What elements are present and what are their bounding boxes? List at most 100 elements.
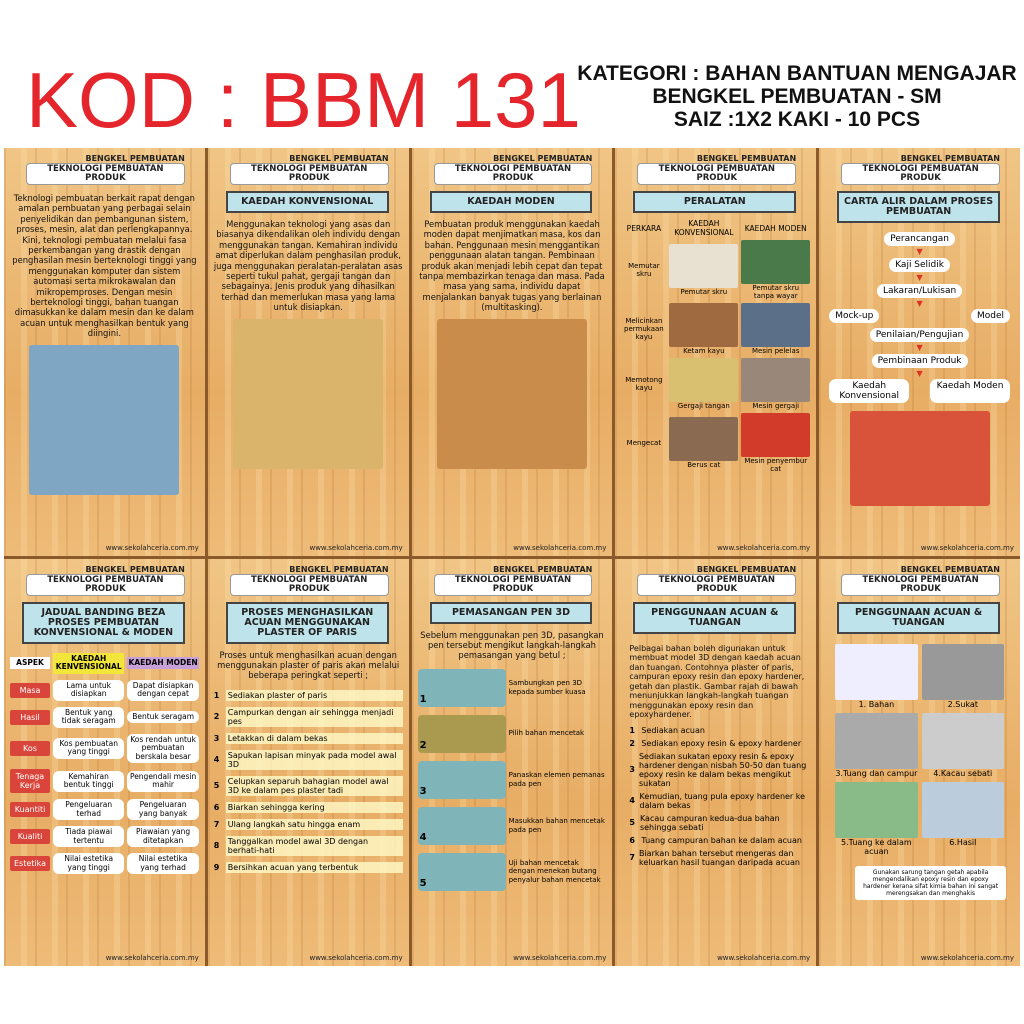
body-text: Teknologi pembuatan berkait rapat dengan… <box>12 193 197 339</box>
product-code: KOD : BBM 131 <box>26 56 581 144</box>
workshop-label: BENGKEL PEMBUATAN <box>85 564 185 574</box>
step-text: Sediakan epoxy resin & epoxy hardener <box>641 738 802 748</box>
step-number: 4 <box>629 796 635 805</box>
section-title: KAEDAH MODEN <box>429 191 593 213</box>
tool-photo <box>669 303 739 347</box>
table-header: KAEDAH MODEN <box>744 223 807 233</box>
arrow-icon: ▼ <box>916 369 923 378</box>
tool-label: Ketam kayu <box>683 347 725 355</box>
modern-cell: Nilai estetika yang terhad <box>127 853 199 874</box>
step-number: 2 <box>213 712 220 722</box>
intro-text: Proses untuk menghasilkan acuan dengan m… <box>217 649 400 681</box>
website-url: www.sekolahceria.com.my <box>105 954 199 962</box>
step-text: Letakkan di dalam bekas <box>225 732 403 744</box>
website-url: www.sekolahceria.com.my <box>513 543 607 552</box>
photo-caption: 5.Tuang ke dalam acuan <box>841 837 912 856</box>
photo-caption: 3.Tuang dan campur <box>835 768 918 778</box>
step-photo <box>921 643 1004 700</box>
photo-item: 5.Tuang ke dalam acuan <box>835 781 918 856</box>
workshop-label: BENGKEL PEMBUATAN <box>696 564 797 574</box>
tool-label: Pemutar skru tanpa wayar <box>752 284 800 300</box>
photo-caption: 4.Kacau sebati <box>933 768 993 778</box>
section-title: PERALATAN <box>633 191 797 213</box>
step-photo <box>835 781 918 838</box>
flow-node: Model <box>970 309 1010 323</box>
step-number: 7 <box>213 819 220 829</box>
step-text: Kacau campuran kedua-dua bahan sehingga … <box>639 813 780 832</box>
step-text: Biarkan sehingga kering <box>225 801 403 813</box>
arrow-icon: ▼ <box>916 273 923 282</box>
pen-photo: 3 <box>417 760 506 799</box>
tool-photo <box>741 358 811 402</box>
pen-photo: 5 <box>417 852 506 891</box>
aspect-tag: Masa <box>10 682 50 698</box>
step-text: Celupkan separuh bahagian model awal 3D … <box>225 775 403 796</box>
photo-item: 6.Hasil <box>921 781 1004 856</box>
step-item: 7 Ulang langkah satu hingga enam <box>213 818 403 830</box>
subject-title: TEKNOLOGI PEMBUATAN PRODUK <box>841 573 1000 596</box>
modern-cell: Bentuk seragam <box>127 710 199 724</box>
workshop-label: BENGKEL PEMBUATAN <box>289 564 389 574</box>
tool-label: Berus cat <box>687 461 721 469</box>
step-photo <box>835 712 918 769</box>
subject-title: TEKNOLOGI PEMBUATAN PRODUK <box>229 163 389 185</box>
modern-cell: Kos rendah untuk pembuatan berskala besa… <box>127 733 199 763</box>
step-number: 1 <box>213 690 220 700</box>
conventional-cell: Kos pembuatan yang tinggi <box>53 737 125 759</box>
step-text: Tuang campuran bahan ke dalam acuan <box>641 835 802 845</box>
subject-title: TEKNOLOGI PEMBUATAN PRODUK <box>841 163 1000 185</box>
tool-label: Gergaji tangan <box>677 402 730 410</box>
modern-tool: Mesin pelelas <box>741 303 811 355</box>
section-title: JADUAL BANDING BEZA PROSES PEMBUATAN KON… <box>22 601 185 644</box>
step-photo <box>921 781 1004 838</box>
step-photo <box>921 712 1004 769</box>
step-text: Tanggalkan model awal 3D dengan berhati-… <box>225 835 403 856</box>
step-number: 2 <box>629 738 635 748</box>
subject-title: TEKNOLOGI PEMBUATAN PRODUK <box>433 163 593 185</box>
arrow-icon: ▼ <box>916 343 923 352</box>
table-header: KAEDAH MODEN <box>127 656 199 670</box>
workshop-label: BENGKEL PEMBUATAN <box>696 154 797 163</box>
workshop-label: BENGKEL PEMBUATAN <box>900 564 1000 574</box>
subject-title: TEKNOLOGI PEMBUATAN PRODUK <box>26 163 185 185</box>
tool-label: Mesin pelelas <box>751 347 800 355</box>
conventional-cell: Lama untuk disiapkan <box>53 679 125 701</box>
step-text: Ulang langkah satu hingga enam <box>225 818 403 830</box>
tool-photo <box>669 244 739 288</box>
modern-cell: Piawaian yang ditetapkan <box>127 826 199 847</box>
body-text: Pembuatan produk menggunakan kaedah mode… <box>419 219 605 313</box>
illustration-worker-table-saw <box>436 318 587 469</box>
section-title: KAEDAH KONVENSIONAL <box>225 191 389 213</box>
arrow-icon: ▼ <box>916 247 923 256</box>
pen-photo: 2 <box>417 714 506 753</box>
size-line: SAIZ :1X2 KAKI - 10 PCS <box>673 108 921 131</box>
photo-caption: 6.Hasil <box>949 837 977 847</box>
photo-item: 2.Sukat <box>921 643 1004 709</box>
conventional-cell: Pengeluaran terhad <box>53 799 125 820</box>
conventional-cell: Kemahiran bentuk tinggi <box>53 770 125 792</box>
photo-item: 3.Tuang dan campur <box>835 712 918 778</box>
flow-node: Kaedah Moden <box>930 379 1010 403</box>
safety-note: Gunakan sarung tangan getah apabila meng… <box>855 865 1006 900</box>
step-text: Bersihkan acuan yang terbentuk <box>225 861 403 873</box>
row-item: Mengecat <box>626 439 662 447</box>
